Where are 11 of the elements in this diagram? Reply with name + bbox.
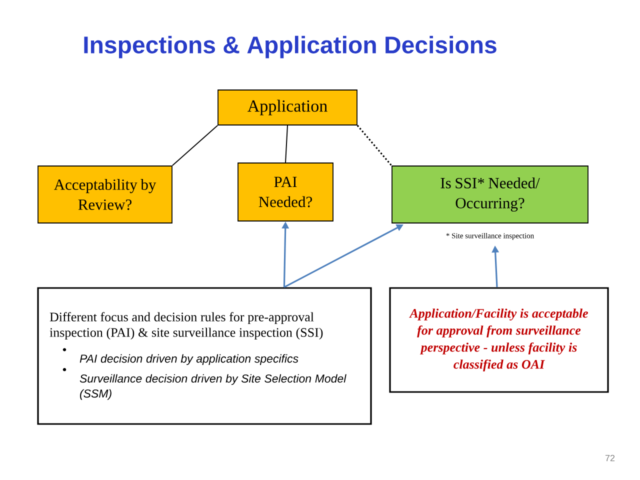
connector-line <box>285 124 288 164</box>
decision-box: PAI Needed? <box>238 162 334 222</box>
conclusion-box: Application/Facility is acceptable for approval from surveillance perspective - unless facility is classified as OAI <box>389 287 609 393</box>
decision-box: Acceptability by Review? <box>38 166 172 224</box>
connector-line <box>172 124 218 166</box>
page-number: 72 <box>605 454 615 462</box>
connector-line <box>356 124 392 166</box>
process-box: Application <box>218 90 358 126</box>
text-box: Different focus and decision rules for pre-approval inspection (PAI) & site surveillance inspection (SSI) PAI decision driven by application specifics Surveillance decision driven by Site Selection Model (SSM) <box>37 287 372 425</box>
decision-box: Is SSI* Needed/ Occurring? <box>392 166 588 224</box>
title: Inspections & Application Decisions <box>84 36 496 58</box>
